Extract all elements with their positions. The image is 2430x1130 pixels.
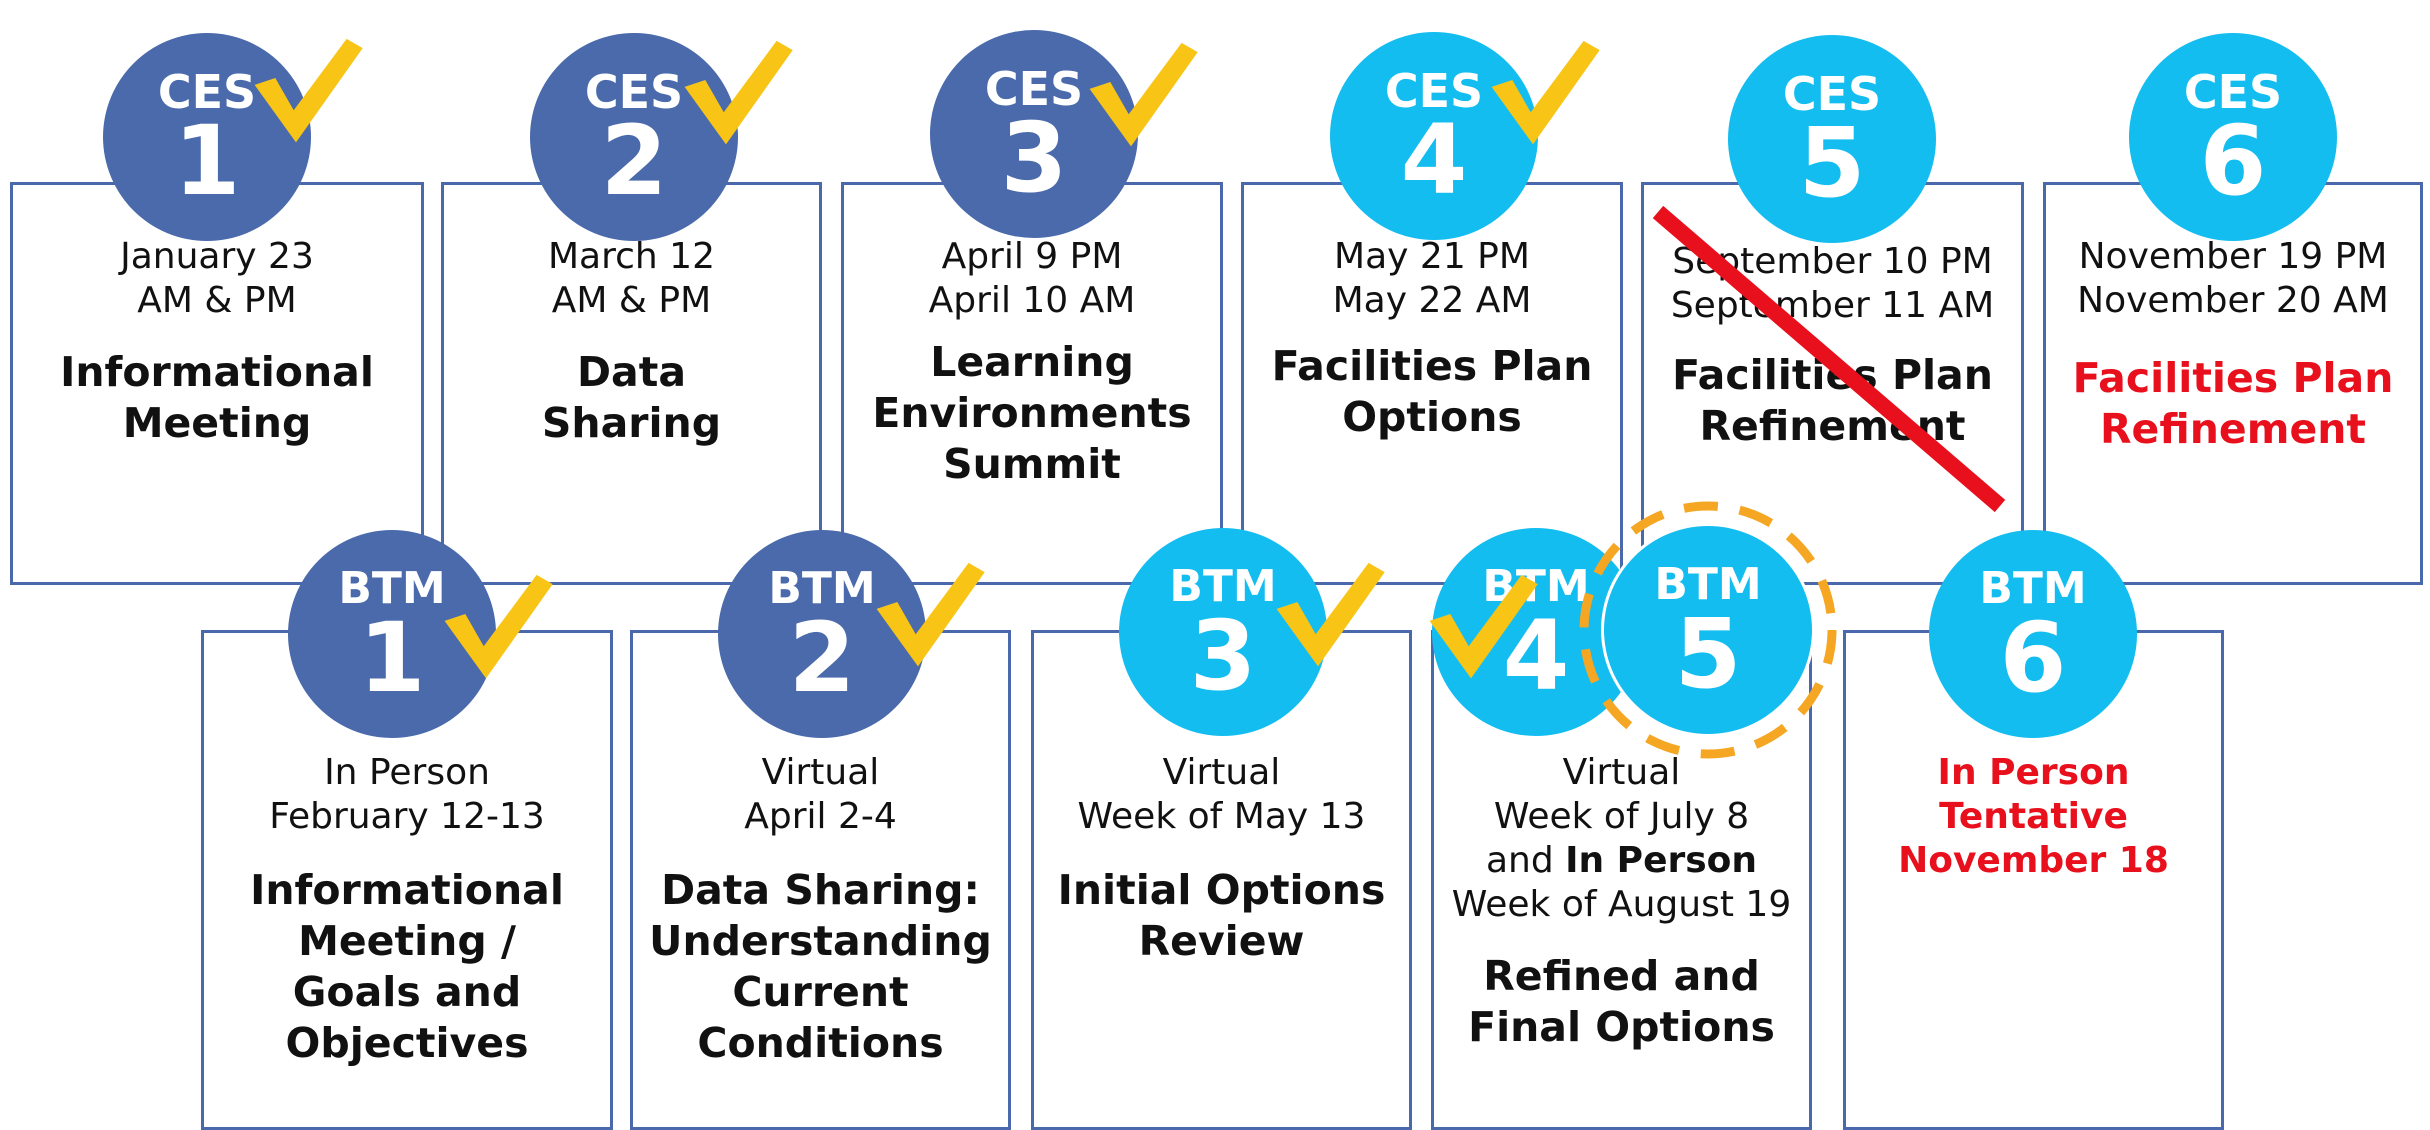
btm-4-title-2: Final Options	[1468, 1003, 1775, 1051]
ces-5-title-1: Facilities Plan	[1672, 351, 1993, 399]
ces-3-time: April 10 AM	[928, 280, 1136, 321]
btm-6-tag: BTM	[1979, 563, 2087, 614]
btm-4-check-icon	[1429, 574, 1538, 679]
ces-6-badge: CES 6	[2129, 33, 2337, 241]
ces-1-card: January 23 AM & PM Informational Meeting	[10, 182, 424, 585]
btm-2-check-icon	[876, 562, 985, 667]
btm-2-title-2: Understanding	[649, 917, 992, 965]
ces-1-number: 1	[173, 105, 241, 217]
ces-3-tag: CES	[984, 62, 1084, 116]
ces-1-title-1: Informational	[60, 348, 374, 396]
ces-1-badge: CES 1	[103, 33, 311, 241]
btm-6-badge: BTM 6	[1929, 530, 2137, 738]
btm-1-tag: BTM	[338, 563, 446, 614]
ces-4-card: May 21 PM May 22 AM Facilities Plan Opti…	[1241, 182, 1623, 585]
btm-1-date: February 12-13	[269, 796, 545, 837]
btm-4-line-3: and In Person	[1434, 839, 1809, 883]
ces-3-number: 3	[1000, 102, 1068, 214]
btm-1-check-icon	[444, 574, 553, 679]
btm-4-line-4: Week of August 19	[1451, 884, 1792, 925]
ces-4-title-1: Facilities Plan	[1271, 342, 1593, 390]
btm-1-number: 1	[358, 602, 426, 714]
btm-3-number: 3	[1189, 600, 1257, 712]
ces-2-tag: CES	[584, 65, 684, 119]
ces-5-title-2: Refinement	[1699, 402, 1966, 450]
ces-2-time: AM & PM	[551, 280, 712, 321]
btm-3-title-1: Initial Options	[1057, 866, 1386, 914]
ces-6-number: 6	[2199, 105, 2267, 217]
ces-4-time: May 22 AM	[1332, 280, 1532, 321]
ces-3-check-icon	[1089, 42, 1198, 147]
btm-6-status: Tentative	[1939, 796, 2128, 837]
ces-1-tag: CES	[157, 65, 257, 119]
ces-2-title-1: Data	[577, 348, 686, 396]
ces-5-number: 5	[1798, 107, 1866, 219]
btm-2-title-4: Conditions	[697, 1019, 944, 1067]
btm-1-title-1: Informational	[250, 866, 564, 914]
btm-6-number: 6	[1999, 602, 2067, 714]
btm-2-title-3: Current	[732, 968, 909, 1016]
ces-1-title-2: Meeting	[122, 399, 312, 447]
btm-1-title-2: Meeting /	[298, 917, 516, 965]
ces-6-title-2: Refinement	[2099, 405, 2367, 453]
ces-2-badge: CES 2	[530, 33, 738, 241]
btm-5-badge: BTM 5	[1604, 526, 1812, 734]
btm-1-title-4: Objectives	[285, 1019, 529, 1067]
ces-3-badge: CES 3	[930, 30, 1138, 238]
btm-2-mode: Virtual	[761, 752, 880, 793]
btm-6-mode: In Person	[1937, 752, 2130, 793]
btm-4-mode: Virtual	[1562, 752, 1681, 793]
ces-6-card: November 19 PM November 20 AM Facilities…	[2043, 182, 2423, 585]
ces-2-number: 2	[600, 105, 668, 217]
btm-4-line-3-pre: and	[1485, 840, 1566, 881]
ces-4-number: 4	[1400, 104, 1468, 216]
btm-3-check-icon	[1276, 562, 1385, 667]
ces-5-time: September 11 AM	[1670, 285, 1995, 326]
btm-3-date: Week of May 13	[1077, 796, 1366, 837]
ces-5-tag: CES	[1782, 67, 1882, 121]
btm-5-number: 5	[1674, 598, 1742, 710]
ces-3-title-2: Environments	[872, 389, 1192, 437]
btm-3-mode: Virtual	[1162, 752, 1281, 793]
ces-6-tag: CES	[2183, 65, 2283, 119]
ces-1-time: AM & PM	[137, 280, 297, 321]
ces-4-title-2: Options	[1342, 393, 1522, 441]
ces-3-card: April 9 PM April 10 AM Learning Environm…	[841, 182, 1223, 585]
ces-3-title-1: Learning	[930, 338, 1134, 386]
btm-4-number: 4	[1502, 600, 1570, 712]
ces-4-tag: CES	[1384, 64, 1484, 118]
btm-2-badge: BTM 2	[718, 530, 926, 738]
ces-2-card: March 12 AM & PM Data Sharing	[441, 182, 822, 585]
ces-3-date: April 9 PM	[941, 236, 1123, 277]
btm-3-badge: BTM 3	[1119, 528, 1327, 736]
ces-4-date: May 21 PM	[1334, 236, 1530, 277]
btm-4-date: Week of July 8	[1493, 796, 1750, 837]
ces-2-date: March 12	[548, 236, 715, 277]
btm-1-mode: In Person	[324, 752, 490, 793]
ces-1-check-icon	[254, 38, 363, 143]
btm-2-number: 2	[788, 602, 856, 714]
ces-3-title-3: Summit	[943, 440, 1121, 488]
ces-4-badge: CES 4	[1330, 32, 1538, 240]
btm-2-date: April 2-4	[744, 796, 897, 837]
btm-3-tag: BTM	[1169, 561, 1277, 612]
ces-2-check-icon	[684, 40, 793, 145]
ces-5-date: September 10 PM	[1672, 241, 1993, 282]
ces-1-date: January 23	[120, 236, 314, 277]
btm-4-title-1: Refined and	[1483, 952, 1760, 1000]
ces-6-time: November 20 AM	[2077, 280, 2389, 321]
btm-4-line-3-bold: In Person	[1565, 840, 1758, 881]
ces-6-date: November 19 PM	[2078, 236, 2388, 277]
btm-1-title-3: Goals and	[292, 968, 522, 1016]
btm-6-date: November 18	[1898, 840, 2169, 881]
btm-3-card: Virtual Week of May 13 Initial Options R…	[1031, 630, 1412, 1130]
ces-6-title-1: Facilities Plan	[2072, 354, 2394, 402]
btm-3-title-2: Review	[1138, 917, 1305, 965]
btm-2-tag: BTM	[768, 563, 876, 614]
ces-5-badge: CES 5	[1728, 35, 1936, 243]
ces-2-title-2: Sharing	[541, 399, 722, 447]
ces-4-check-icon	[1491, 40, 1600, 145]
btm-2-title-1: Data Sharing:	[661, 866, 980, 914]
